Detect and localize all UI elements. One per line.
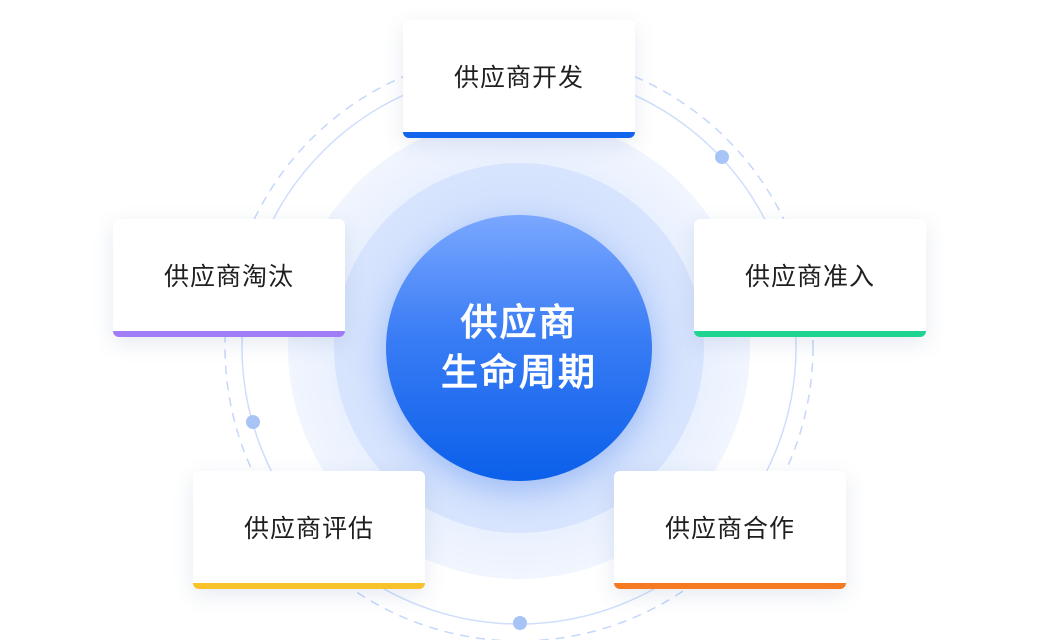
stage-label-elimination: 供应商淘汰 — [163, 262, 294, 291]
stage-label-develop: 供应商开发 — [453, 63, 584, 92]
center-title-line1: 供应商 — [460, 301, 578, 344]
stage-accent-bar-entry — [694, 331, 926, 337]
orbit-dot-bottom — [513, 616, 527, 630]
orbit-dot-right — [715, 150, 729, 164]
stage-accent-bar-develop — [403, 132, 635, 138]
stage-card-entry[interactable]: 供应商准入 — [694, 219, 926, 337]
stage-label-evaluation: 供应商评估 — [243, 514, 374, 543]
stage-accent-bar-evaluation — [193, 583, 425, 589]
stage-card-cooperation[interactable]: 供应商合作 — [614, 471, 846, 589]
stage-card-elimination[interactable]: 供应商淘汰 — [113, 219, 345, 337]
stage-label-entry: 供应商准入 — [744, 262, 875, 291]
stage-accent-bar-elimination — [113, 331, 345, 337]
center-circle: 供应商 生命周期 — [386, 215, 652, 481]
stage-card-evaluation[interactable]: 供应商评估 — [193, 471, 425, 589]
stage-label-cooperation: 供应商合作 — [664, 514, 795, 543]
orbit-dot-left — [246, 415, 260, 429]
center-title-line2: 生命周期 — [441, 351, 597, 394]
stage-card-develop[interactable]: 供应商开发 — [403, 20, 635, 138]
stage-accent-bar-cooperation — [614, 583, 846, 589]
